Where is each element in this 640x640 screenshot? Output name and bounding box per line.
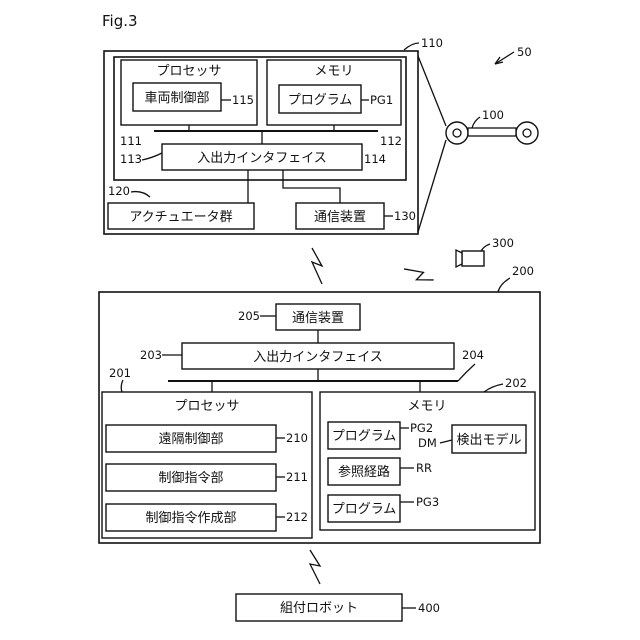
server-processor-label: プロセッサ: [174, 399, 239, 414]
server-comm-ref: 205: [238, 309, 260, 323]
vehicle-io-ref-right: 114: [364, 152, 386, 166]
program3-ref: PG3: [416, 495, 439, 509]
server-block: 200 通信装置 205 入出力インタフェイス 203 204 プロセッサ 20…: [99, 264, 540, 543]
vehicle-comm-ref: 130: [394, 209, 416, 223]
figure-label: Fig.3: [102, 12, 138, 30]
detection-model-ref: DM: [418, 436, 437, 450]
remote-control-ref: 210: [286, 431, 308, 445]
program2-label: プログラム: [332, 429, 397, 444]
vehicle-io-label: 入出力インタフェイス: [197, 151, 327, 166]
vehicle-processor-ref: 111: [120, 134, 142, 148]
vehicle-control-label: 車両制御部: [144, 91, 209, 106]
wireless-camera-server: [404, 259, 434, 291]
actuators-label: アクチュエータ群: [129, 210, 232, 225]
server-bus-drops: [212, 381, 420, 392]
server-ref: 200: [512, 264, 534, 278]
command-creation-label: 制御指令作成部: [145, 511, 236, 526]
vehicle-memory-label: メモリ: [314, 64, 353, 79]
server-io-label: 入出力インタフェイス: [253, 350, 383, 365]
actuators-leader: [131, 192, 150, 197]
vehicle-program-label: プログラム: [288, 93, 353, 108]
reference-route-label: 参照経路: [338, 464, 390, 480]
server-processor-leader: [121, 380, 123, 392]
vehicle-io-ref-left: 113: [120, 152, 142, 166]
detection-model-label: 検出モデル: [456, 432, 521, 448]
vehicle-icon-leader: [472, 117, 480, 128]
projection-line-bottom: [418, 140, 446, 232]
server-io-ref-right: 204: [462, 348, 484, 362]
server-memory-leader: [484, 384, 503, 392]
vehicle-program-ref: PG1: [370, 93, 393, 107]
system-ref-arrowhead: [495, 57, 503, 64]
vehicle-icon-ref: 100: [482, 108, 504, 122]
vehicle-ref: 110: [421, 36, 443, 50]
wireless-vehicle-server: [312, 248, 322, 284]
assembly-robot-ref: 400: [418, 601, 440, 615]
actuators-ref: 120: [108, 184, 130, 198]
system-ref-arrow: [495, 52, 514, 64]
assembly-robot-label: 組付ロボット: [280, 601, 358, 616]
wireless-server-robot: [310, 550, 320, 584]
camera-leader: [481, 244, 490, 251]
camera-ref: 300: [492, 236, 514, 250]
projection-line-top: [418, 56, 446, 126]
server-memory-ref: 202: [505, 376, 527, 390]
server-processor-ref: 201: [109, 366, 131, 380]
command-label: 制御指令部: [158, 471, 223, 486]
server-memory-label: メモリ: [407, 399, 446, 414]
server-comm-label: 通信装置: [292, 311, 344, 326]
vehicle-comm-label: 通信装置: [314, 210, 366, 225]
program2-ref: PG2: [410, 421, 433, 435]
vehicle-block: 110 プロセッサ 車両制御部 115 111 メモリ プログラム PG1 11…: [104, 36, 443, 234]
vehicle-icon: [446, 122, 538, 144]
server-io-ref-left: 203: [140, 348, 162, 362]
remote-control-label: 遠隔制御部: [158, 432, 223, 447]
vehicle-io-leader-left: [142, 153, 162, 160]
server-bus-leader: [458, 364, 475, 381]
io-to-comm: [283, 170, 340, 203]
command-ref: 211: [286, 470, 308, 484]
reference-route-ref: RR: [416, 461, 432, 475]
system-ref: 50: [517, 45, 532, 59]
command-creation-ref: 212: [286, 510, 308, 524]
vehicle-control-ref: 115: [232, 93, 254, 107]
vehicle-processor-label: プロセッサ: [156, 64, 221, 79]
program3-label: プログラム: [332, 502, 397, 517]
server-ref-leader: [498, 278, 510, 292]
camera-icon: [456, 250, 484, 267]
vehicle-memory-ref: 112: [380, 134, 402, 148]
vehicle-ref-leader: [404, 43, 419, 50]
